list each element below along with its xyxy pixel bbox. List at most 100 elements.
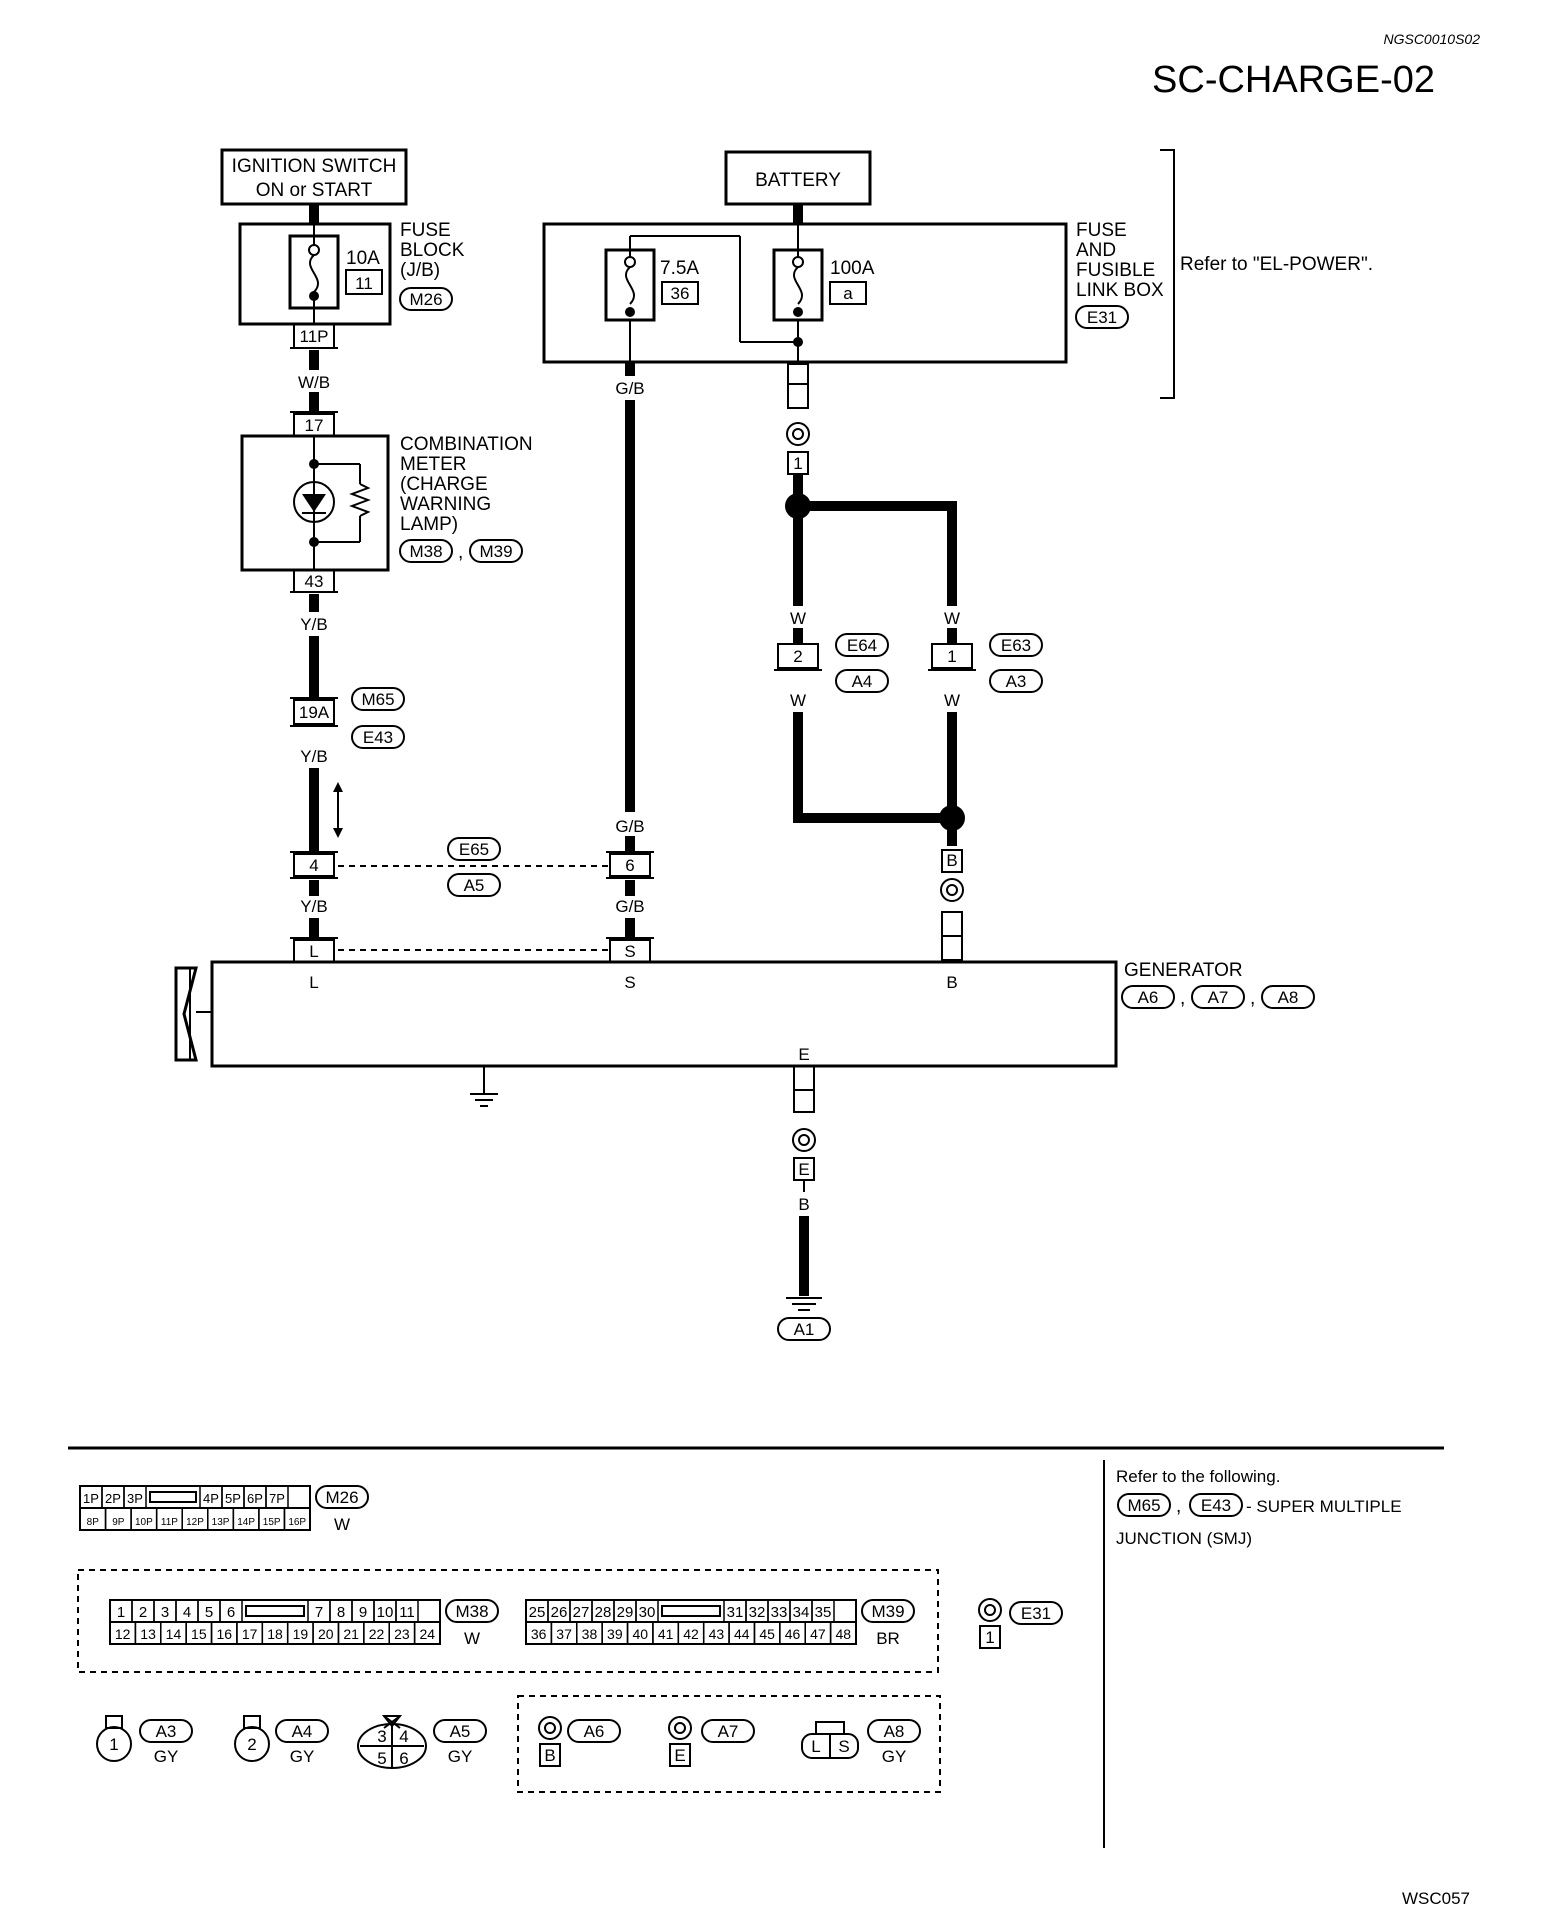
legend-a5-term-5: 5 <box>377 1749 386 1768</box>
connector-cell-label: 2P <box>105 1491 121 1506</box>
connector-cell-label: 44 <box>734 1626 750 1642</box>
connector-cell-label: 12 <box>115 1626 131 1642</box>
connector-cell-label: 34 <box>793 1604 810 1621</box>
connector-key-slot <box>245 1605 305 1617</box>
wire-color-b-2: B <box>798 1195 809 1214</box>
connector-cell-label: 13 <box>140 1626 156 1642</box>
e64-terminal: 2 <box>793 647 802 666</box>
legend-a8-term-s: S <box>838 1737 849 1756</box>
connector-cell-label: 47 <box>810 1626 826 1642</box>
connector-cell-label: 8 <box>337 1604 345 1621</box>
connector-cell-label: 20 <box>318 1626 334 1642</box>
legend-m65-label: M65 <box>1127 1496 1160 1515</box>
connector-cell-label: 25 <box>529 1604 546 1621</box>
connector-e64-label: E64 <box>847 636 877 655</box>
connector-cell-label: 19 <box>293 1626 309 1642</box>
connector-face-a6: B <box>538 1716 562 1767</box>
connector-face-a5: 3 4 5 6 <box>357 1715 427 1769</box>
fuse-7.5a-rating: 7.5A <box>660 258 699 279</box>
connector-cell-label: 31 <box>727 1604 744 1621</box>
generator: L S B E <box>174 960 1118 1068</box>
legend-a5-term-3: 3 <box>377 1727 386 1746</box>
refer-note-2: - SUPER MULTIPLE <box>1246 1497 1402 1516</box>
meter-terminal-out: 43 <box>305 572 324 591</box>
legend-a8-color: GY <box>882 1747 907 1766</box>
wire-color-gb-1: G/B <box>615 379 644 398</box>
connector-m38-label: M38 <box>409 542 442 561</box>
generator-terminal-l-connector: L <box>309 942 318 961</box>
svg-text:,: , <box>1250 988 1255 1009</box>
legend-e31-label: E31 <box>1021 1604 1051 1623</box>
connector-cell-label: 30 <box>639 1604 656 1621</box>
svg-text:,: , <box>1176 1496 1181 1517</box>
legend-a4-term: 2 <box>247 1735 256 1754</box>
connector-cell-label: 12P <box>186 1517 204 1528</box>
fuse-block-fuse-no: 11 <box>355 274 373 293</box>
doc-code: NGSC0010S02 <box>1383 31 1480 47</box>
eyelet-1-terminal: 1 <box>793 454 802 473</box>
svg-text:,: , <box>1180 988 1185 1009</box>
connector-cell-label: 6P <box>247 1491 263 1506</box>
connector-cell-label: 26 <box>551 1604 568 1621</box>
connector-cell-label: 45 <box>759 1626 775 1642</box>
page-title: SC-CHARGE-02 <box>1152 59 1435 101</box>
eyelet-e-terminal: E <box>798 1160 809 1179</box>
connector-cell-label: 16 <box>216 1626 232 1642</box>
legend-a8-label: A8 <box>884 1722 905 1741</box>
connector-cell-label: 41 <box>658 1626 674 1642</box>
fuse-block-label-3: (J/B) <box>400 260 440 281</box>
connector-cell-label: 1 <box>117 1604 125 1621</box>
legend-a3-term: 1 <box>109 1735 118 1754</box>
connector-cell-label: 8P <box>87 1517 100 1528</box>
meter-label-4: WARNING <box>400 494 491 515</box>
combination-meter: COMBINATION METER (CHARGE WARNING LAMP) … <box>240 434 533 572</box>
connector-a5-label: A5 <box>464 876 485 895</box>
fuse-a-no: a <box>843 284 853 303</box>
connector-cell-label: 14P <box>237 1517 255 1528</box>
connector-m26-label: M26 <box>409 290 442 309</box>
link-box-label-1: FUSE <box>1076 220 1127 241</box>
legend-a4-label: A4 <box>292 1722 313 1741</box>
meter-label-1: COMBINATION <box>400 434 533 455</box>
connector-cell-label: 43 <box>709 1626 725 1642</box>
connector-cell-label: 9P <box>112 1517 125 1528</box>
connector-cell-label: 33 <box>771 1604 788 1621</box>
signal-arrow-icon <box>333 782 343 838</box>
link-box-label-4: LINK BOX <box>1076 280 1164 301</box>
legend-m38-color: W <box>464 1629 480 1648</box>
link-box-label-3: FUSIBLE <box>1076 260 1155 281</box>
connector-e43-label: E43 <box>363 728 393 747</box>
connector-m39-label: M39 <box>479 542 512 561</box>
connector-a3-label: A3 <box>1006 672 1027 691</box>
meter-label-2: METER <box>400 454 467 475</box>
generator-terminal-l: L <box>309 973 318 992</box>
legend-a3-label: A3 <box>156 1722 177 1741</box>
connector-cell-label: 4 <box>183 1604 191 1621</box>
wire-color-yb-1: Y/B <box>300 615 327 634</box>
generator-terminal-s-connector: S <box>624 942 635 961</box>
body-ground-icon <box>470 1066 498 1107</box>
ground-a1-label: A1 <box>794 1320 815 1339</box>
refer-note-1: Refer to the following. <box>1116 1467 1280 1486</box>
wire-color-w-3: W <box>790 691 806 710</box>
connector-cell-label: 7P <box>269 1491 285 1506</box>
connector-cell-label: 14 <box>166 1626 182 1642</box>
connector-cell-label: 3 <box>161 1604 169 1621</box>
connector-cell-label: 39 <box>607 1626 623 1642</box>
refer-el-power: Refer to "EL-POWER". <box>1180 254 1373 275</box>
ground-a1-icon <box>786 1297 822 1311</box>
legend-a7-term: E <box>674 1746 685 1765</box>
connector-cell-label: 24 <box>420 1626 436 1642</box>
legend-e31-term: 1 <box>985 1628 994 1647</box>
connector-cell-label: 21 <box>343 1626 359 1642</box>
ignition-switch-label-2: ON or START <box>256 180 373 201</box>
connector-cell-label: 37 <box>556 1626 572 1642</box>
connector-cell-label: 42 <box>683 1626 699 1642</box>
connector-face-a7: E <box>668 1716 692 1767</box>
fuse-block-label-1: FUSE <box>400 220 451 241</box>
wire-color-yb-3: Y/B <box>300 897 327 916</box>
legend-m39-label: M39 <box>871 1602 904 1621</box>
smj-terminal: 19A <box>299 703 330 722</box>
